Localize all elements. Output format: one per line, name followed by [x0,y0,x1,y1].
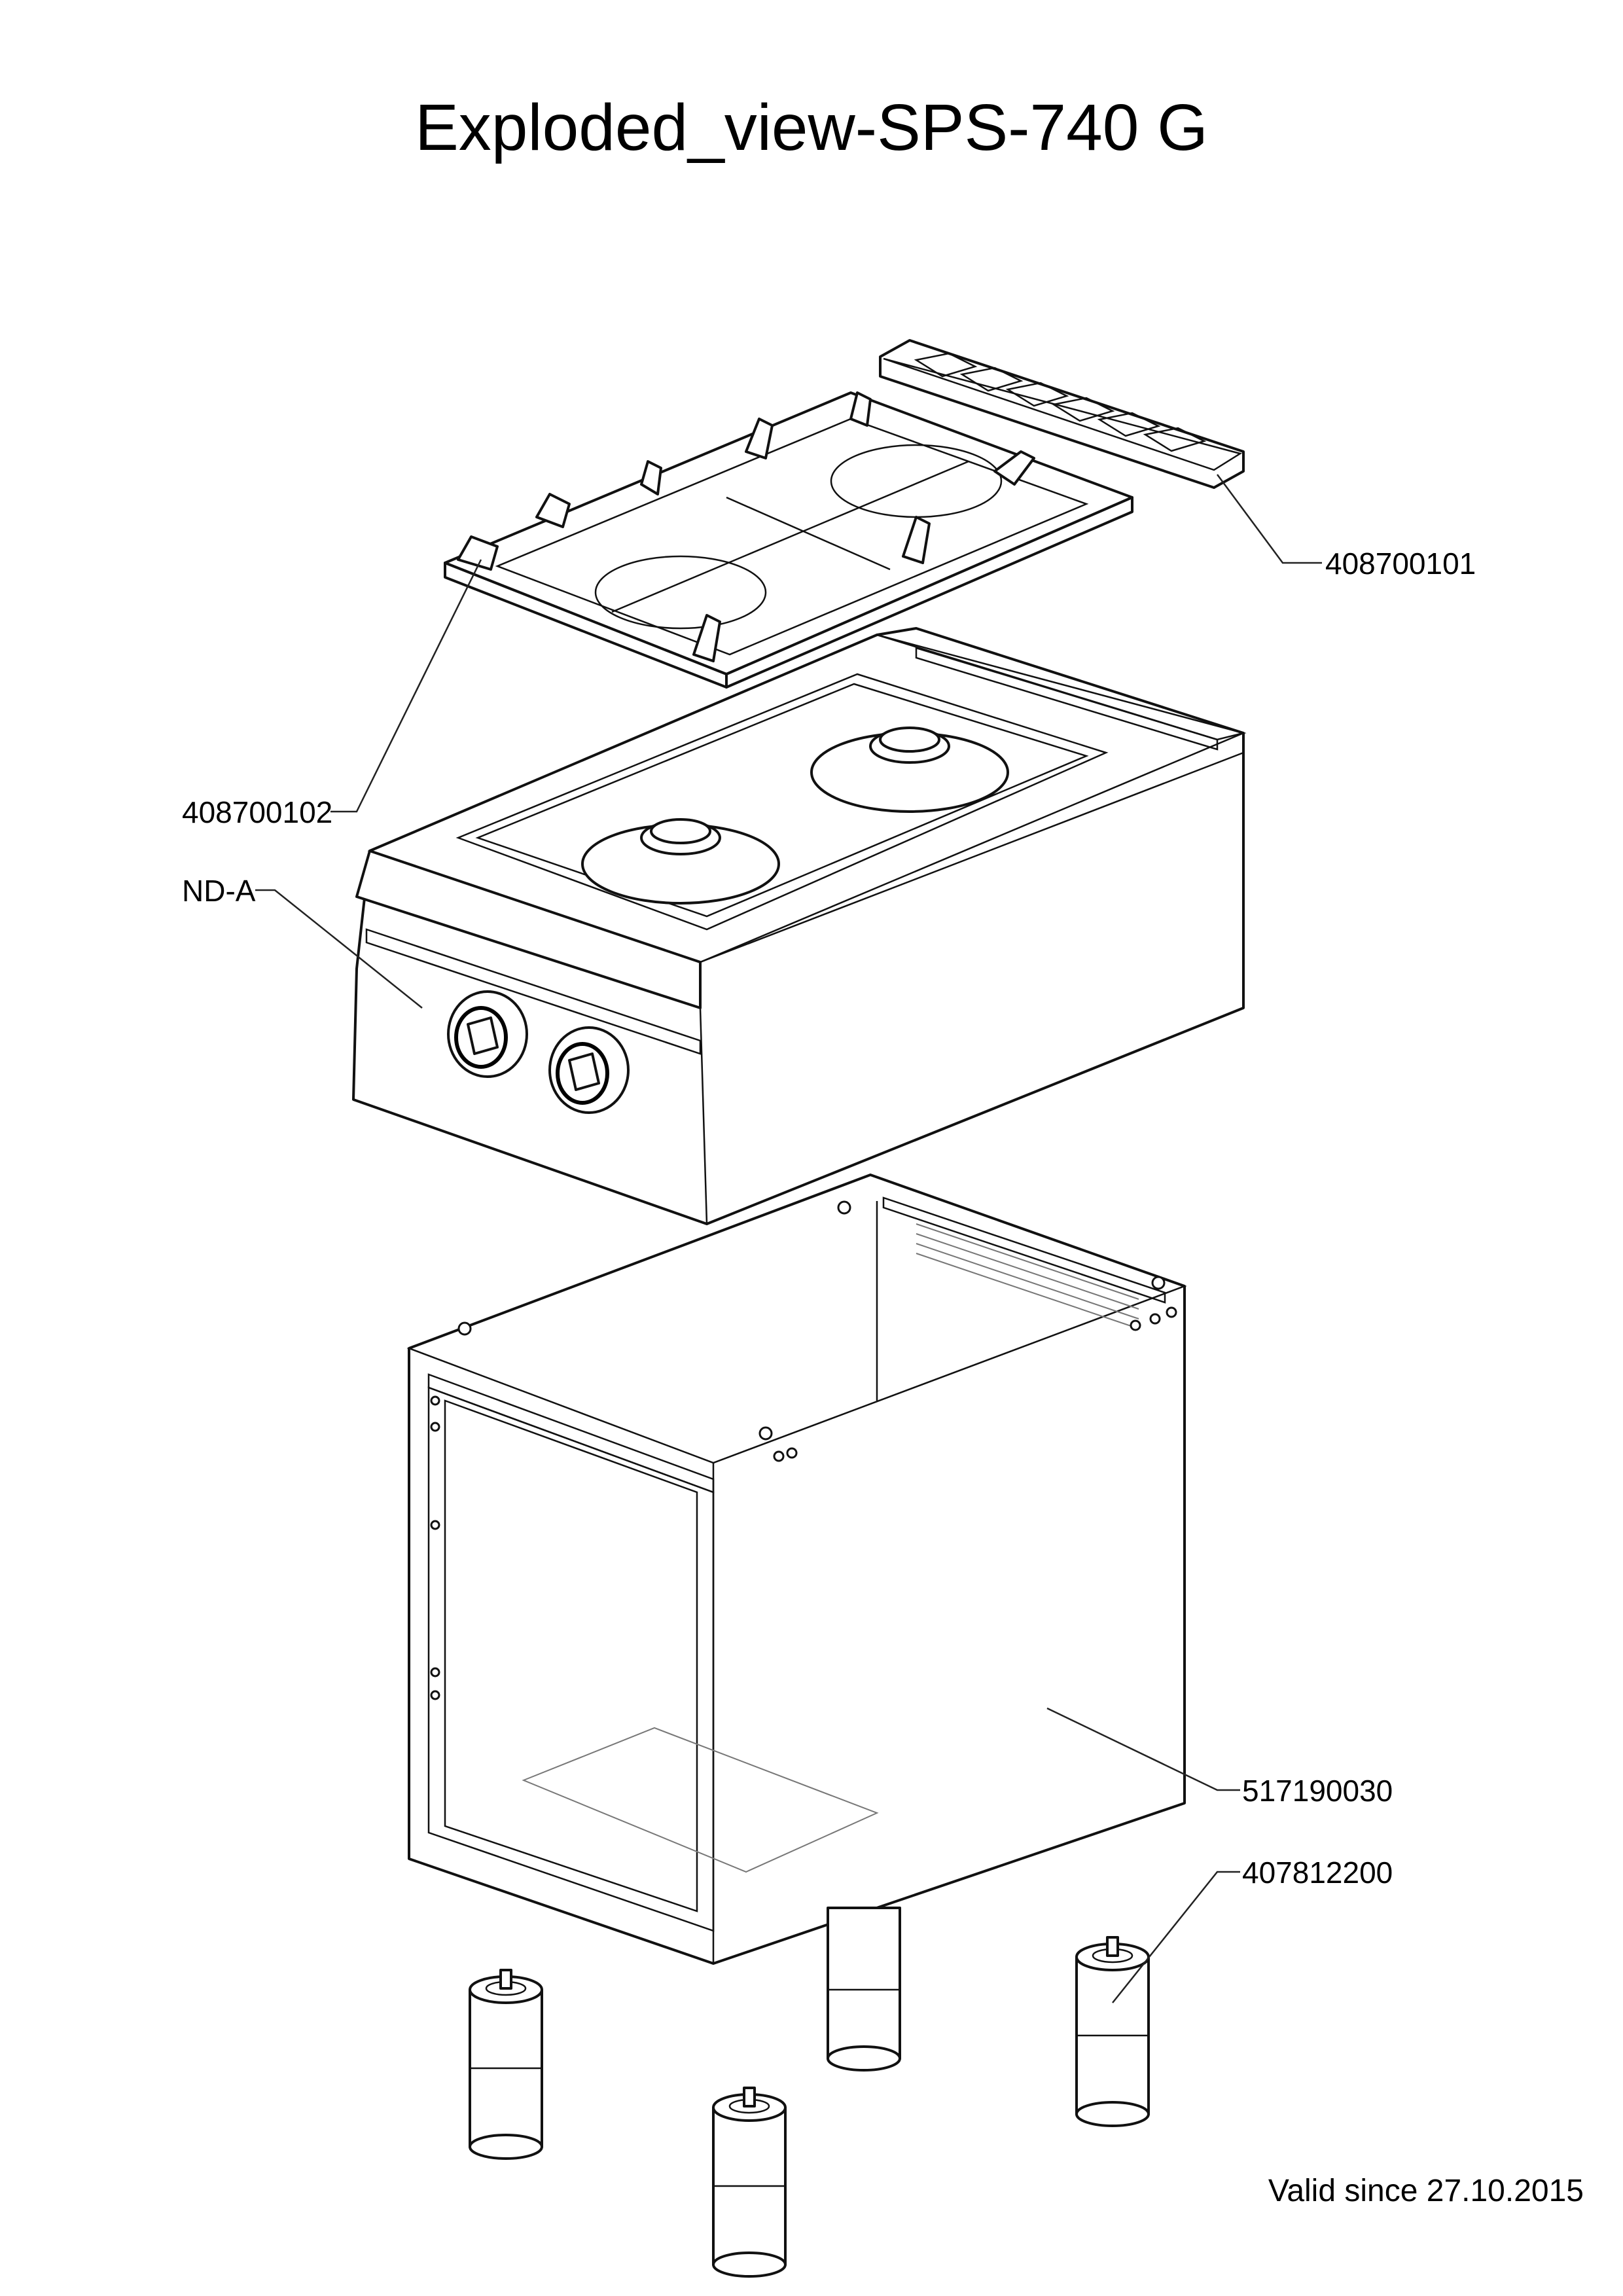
base-cabinet-part [406,1174,1187,1965]
pan-support-grate-part [444,391,1133,689]
hob-top-unit [352,627,1247,1225]
callout-nd-a: ND-A [182,874,256,908]
leader-407812200 [1112,1871,1240,2003]
leader-nd-a [255,889,423,1009]
callout-407812200: 407812200 [1242,1856,1393,1890]
adjustable-foot-right [1075,1936,1150,2127]
validity-footer: Valid since 27.10.2015 [1268,2174,1584,2208]
leader-408700102 [330,559,482,813]
leader-408700101 [1216,474,1322,564]
control-knob-right [548,1026,630,1114]
callout-408700101: 408700101 [1325,547,1476,581]
callout-517190030: 517190030 [1242,1774,1393,1808]
leader-lines [255,474,1322,2003]
control-knob-left [447,990,528,1078]
adjustable-foot-front [712,2087,787,2278]
adjustable-foot-back [827,1907,901,2072]
callout-408700102: 408700102 [182,795,333,829]
rear-trough-part [879,339,1245,489]
leader-517190030 [1046,1707,1240,1791]
drawing-title: Exploded_view-SPS-740 G [415,91,1208,164]
adjustable-foot-left [469,1969,543,2160]
